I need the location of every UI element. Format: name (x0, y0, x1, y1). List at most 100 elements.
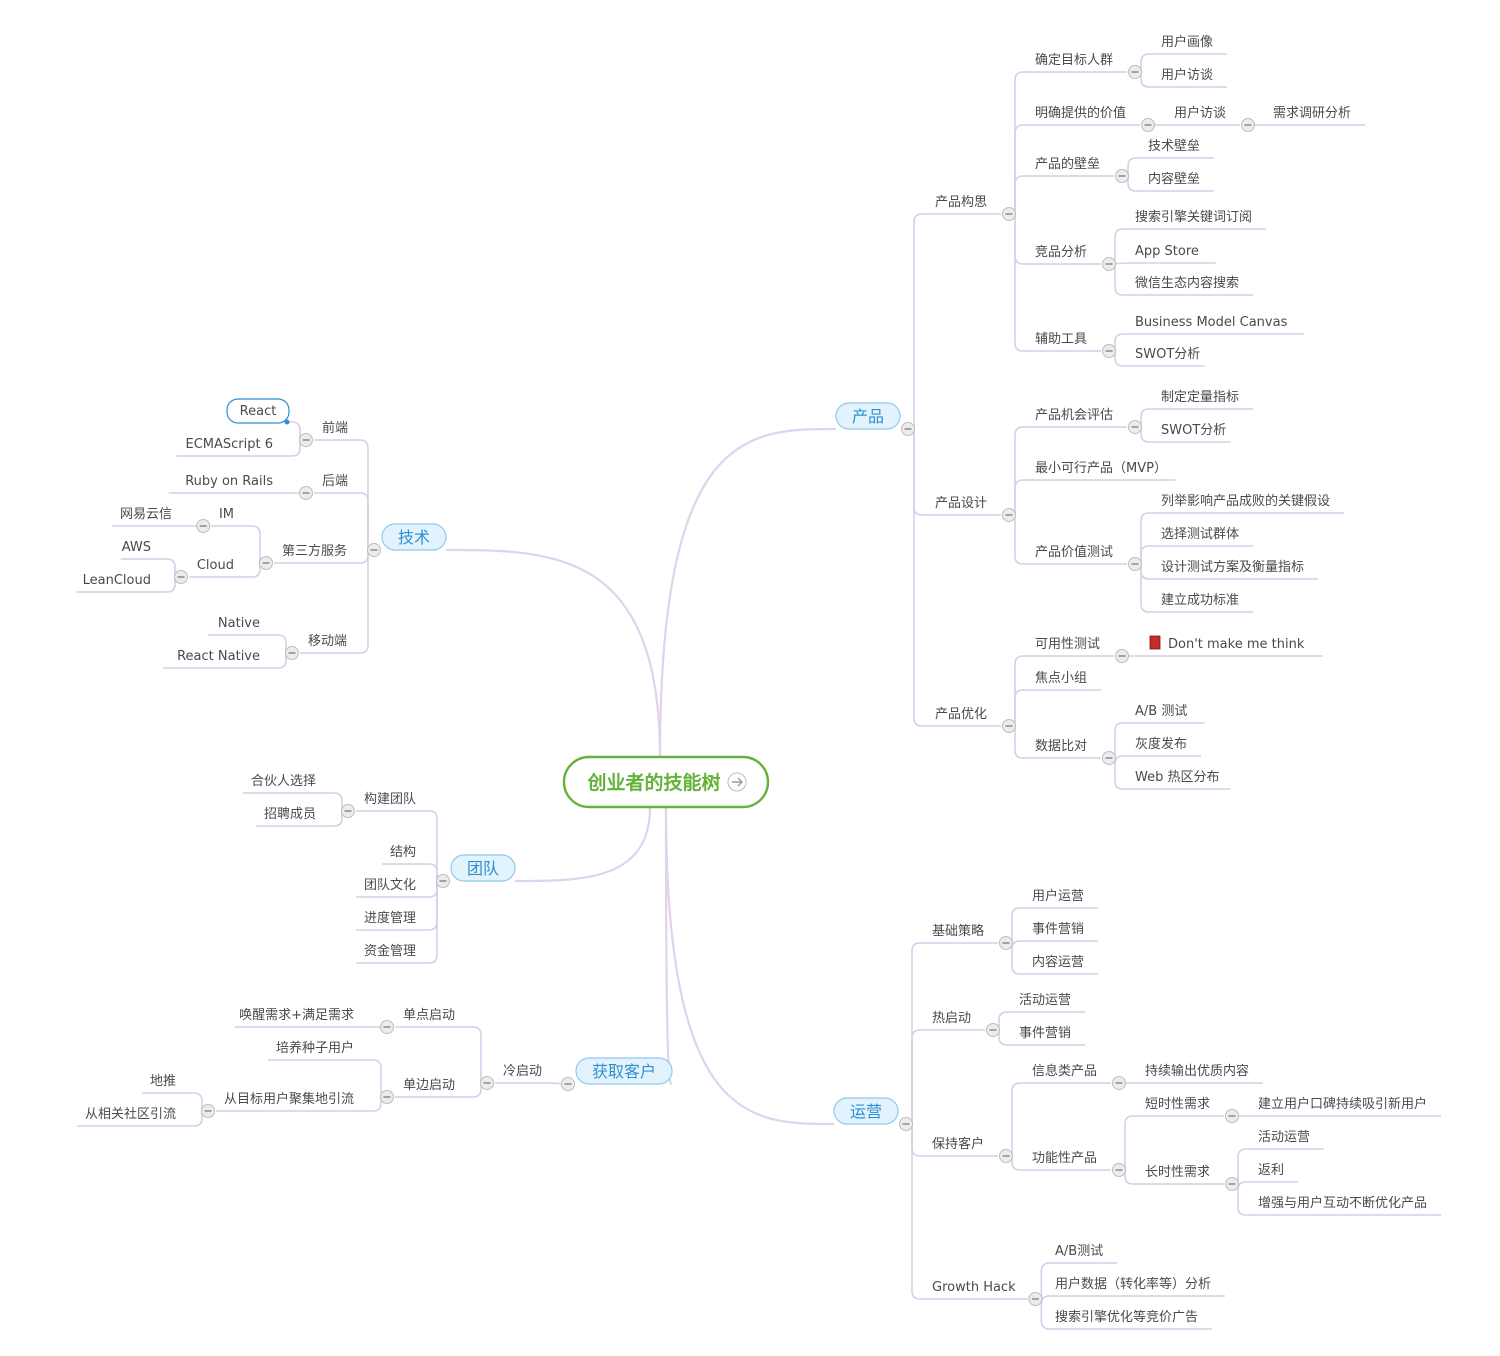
collapse-toggle-icon[interactable] (1115, 649, 1129, 663)
collapse-toggle-icon[interactable] (1112, 1076, 1126, 1090)
branch-huoqu[interactable]: 获取客户 (575, 1057, 673, 1085)
node-jujidi[interactable]: 从目标用户聚集地引流 (216, 1091, 362, 1112)
node-aws[interactable]: AWS (120, 540, 159, 560)
node-fangtan2[interactable]: 用户访谈 (1166, 105, 1240, 126)
node-hehuoren[interactable]: 合伙人选择 (243, 774, 324, 794)
node-react[interactable]: React (226, 398, 290, 425)
node-huaxiang[interactable]: 用户画像 (1153, 34, 1227, 55)
node-bmc[interactable]: Business Model Canvas (1127, 315, 1305, 335)
node-shijian1[interactable]: 事件营销 (1024, 922, 1098, 942)
node-bilei[interactable]: 产品的壁垒 (1027, 156, 1114, 177)
collapse-toggle-icon[interactable] (285, 646, 299, 660)
collapse-toggle-icon[interactable] (1128, 420, 1142, 434)
collapse-toggle-icon[interactable] (259, 556, 273, 570)
node-jiaodian[interactable]: 焦点小组 (1027, 671, 1101, 691)
node-fangan[interactable]: 设计测试方案及衡量指标 (1153, 559, 1318, 580)
node-danbian[interactable]: 单边启动 (395, 1078, 463, 1098)
collapse-toggle-icon[interactable] (999, 1149, 1013, 1163)
node-zhaopin[interactable]: 招聘成员 (256, 807, 324, 827)
node-dmmt[interactable]: Don't make me think (1149, 635, 1323, 657)
node-huidu[interactable]: 灰度发布 (1127, 736, 1201, 757)
collapse-toggle-icon[interactable] (986, 1023, 1000, 1037)
collapse-toggle-icon[interactable] (1128, 557, 1142, 571)
node-shuju[interactable]: 用户数据（转化率等）分析 (1047, 1276, 1225, 1297)
node-fanli[interactable]: 返利 (1250, 1163, 1298, 1183)
node-koubei[interactable]: 建立用户口碑持续吸引新用户 (1250, 1096, 1441, 1117)
node-keyong[interactable]: 可用性测试 (1027, 637, 1114, 657)
collapse-toggle-icon[interactable] (1225, 1109, 1239, 1123)
branch-yunying[interactable]: 运营 (833, 1097, 899, 1125)
node-weixin[interactable]: 微信生态内容搜索 (1127, 275, 1253, 296)
node-neirongbilei[interactable]: 内容壁垒 (1140, 171, 1214, 192)
node-appstore[interactable]: App Store (1127, 244, 1216, 264)
node-ditui[interactable]: 地推 (142, 1074, 184, 1094)
node-neirongyy[interactable]: 内容运营 (1024, 954, 1098, 975)
collapse-toggle-icon[interactable] (201, 1104, 215, 1118)
branch-jishu[interactable]: 技术 (381, 523, 447, 551)
node-disanfang[interactable]: 第三方服务 (274, 543, 355, 564)
node-jiazhi[interactable]: 明确提供的价值 (1027, 105, 1140, 126)
node-xuqiu[interactable]: 需求调研分析 (1265, 106, 1365, 126)
collapse-toggle-icon[interactable] (1128, 65, 1142, 79)
node-gongju[interactable]: 辅助工具 (1027, 332, 1101, 352)
node-qunti[interactable]: 选择测试群体 (1153, 527, 1253, 547)
node-chixu[interactable]: 持续输出优质内容 (1137, 1063, 1263, 1084)
node-ror[interactable]: Ruby on Rails (168, 474, 281, 494)
node-houduan[interactable]: 后端 (314, 474, 356, 494)
node-dandian[interactable]: 单点启动 (395, 1008, 463, 1028)
collapse-toggle-icon[interactable] (1141, 118, 1155, 132)
node-es6[interactable]: ECMAScript 6 (176, 437, 281, 457)
node-im[interactable]: IM (211, 507, 242, 527)
node-wenhua[interactable]: 团队文化 (356, 878, 424, 898)
node-jingpin[interactable]: 竞品分析 (1027, 244, 1101, 265)
collapse-toggle-icon[interactable] (1002, 719, 1016, 733)
node-bidui[interactable]: 数据比对 (1027, 739, 1101, 759)
node-leancloud[interactable]: LeanCloud (76, 573, 159, 593)
collapse-toggle-icon[interactable] (1028, 1292, 1043, 1306)
node-goujian[interactable]: 构建团队 (356, 792, 424, 812)
node-biaozhun[interactable]: 建立成功标准 (1153, 593, 1253, 613)
collapse-toggle-icon[interactable] (367, 543, 381, 557)
collapse-toggle-icon[interactable] (1102, 257, 1116, 271)
collapse-toggle-icon[interactable] (1225, 1177, 1239, 1191)
node-rn[interactable]: React Native (163, 649, 268, 669)
branch-chanpin[interactable]: 产品 (835, 402, 901, 430)
node-jishubilei[interactable]: 技术壁垒 (1140, 139, 1214, 159)
node-xinxi[interactable]: 信息类产品 (1024, 1063, 1111, 1084)
node-lengqidong[interactable]: 冷启动 (495, 1064, 550, 1084)
node-ab1[interactable]: A/B 测试 (1127, 704, 1205, 724)
node-yonghuyy[interactable]: 用户运营 (1024, 888, 1098, 909)
node-liejv[interactable]: 列举影响产品成败的关键假设 (1153, 493, 1344, 514)
node-jihui[interactable]: 产品机会评估 (1027, 408, 1127, 428)
node-mvp[interactable]: 最小可行产品（MVP） (1027, 461, 1176, 481)
collapse-toggle-icon[interactable] (1002, 508, 1016, 522)
central-topic[interactable]: 创业者的技能树 (562, 755, 770, 809)
node-sousuo[interactable]: 搜索引擎关键词订阅 (1127, 210, 1266, 230)
collapse-toggle-icon[interactable] (341, 804, 355, 818)
node-jichu[interactable]: 基础策略 (924, 923, 998, 944)
node-baochi[interactable]: 保持客户 (924, 1136, 998, 1157)
node-gongneng[interactable]: 功能性产品 (1024, 1151, 1111, 1171)
node-duanshi[interactable]: 短时性需求 (1137, 1097, 1224, 1117)
node-ab2[interactable]: A/B测试 (1047, 1244, 1118, 1264)
node-huodong1[interactable]: 活动运营 (1011, 993, 1085, 1013)
node-zhongzi[interactable]: 培养种子用户 (268, 1040, 362, 1061)
collapse-toggle-icon[interactable] (380, 1020, 394, 1034)
node-native[interactable]: Native (207, 616, 268, 636)
node-jiazhiceshi[interactable]: 产品价值测试 (1027, 544, 1127, 565)
node-jiegou[interactable]: 结构 (382, 845, 424, 865)
node-dingliang[interactable]: 制定定量指标 (1153, 390, 1253, 410)
node-swot2[interactable]: SWOT分析 (1153, 423, 1231, 443)
node-changshi[interactable]: 长时性需求 (1137, 1165, 1224, 1185)
collapse-toggle-icon[interactable] (299, 486, 313, 500)
collapse-toggle-icon[interactable] (561, 1077, 575, 1091)
collapse-toggle-icon[interactable] (480, 1076, 494, 1090)
node-mubiao[interactable]: 确定目标人群 (1027, 53, 1127, 73)
collapse-toggle-icon[interactable] (1112, 1163, 1126, 1177)
node-jindu[interactable]: 进度管理 (356, 910, 424, 931)
node-zijin[interactable]: 资金管理 (356, 943, 424, 964)
node-shijian2[interactable]: 事件营销 (1011, 1026, 1085, 1046)
node-growth[interactable]: Growth Hack (924, 1280, 1028, 1300)
node-shequ[interactable]: 从相关社区引流 (77, 1106, 184, 1127)
branch-tuandui[interactable]: 团队 (450, 854, 516, 882)
